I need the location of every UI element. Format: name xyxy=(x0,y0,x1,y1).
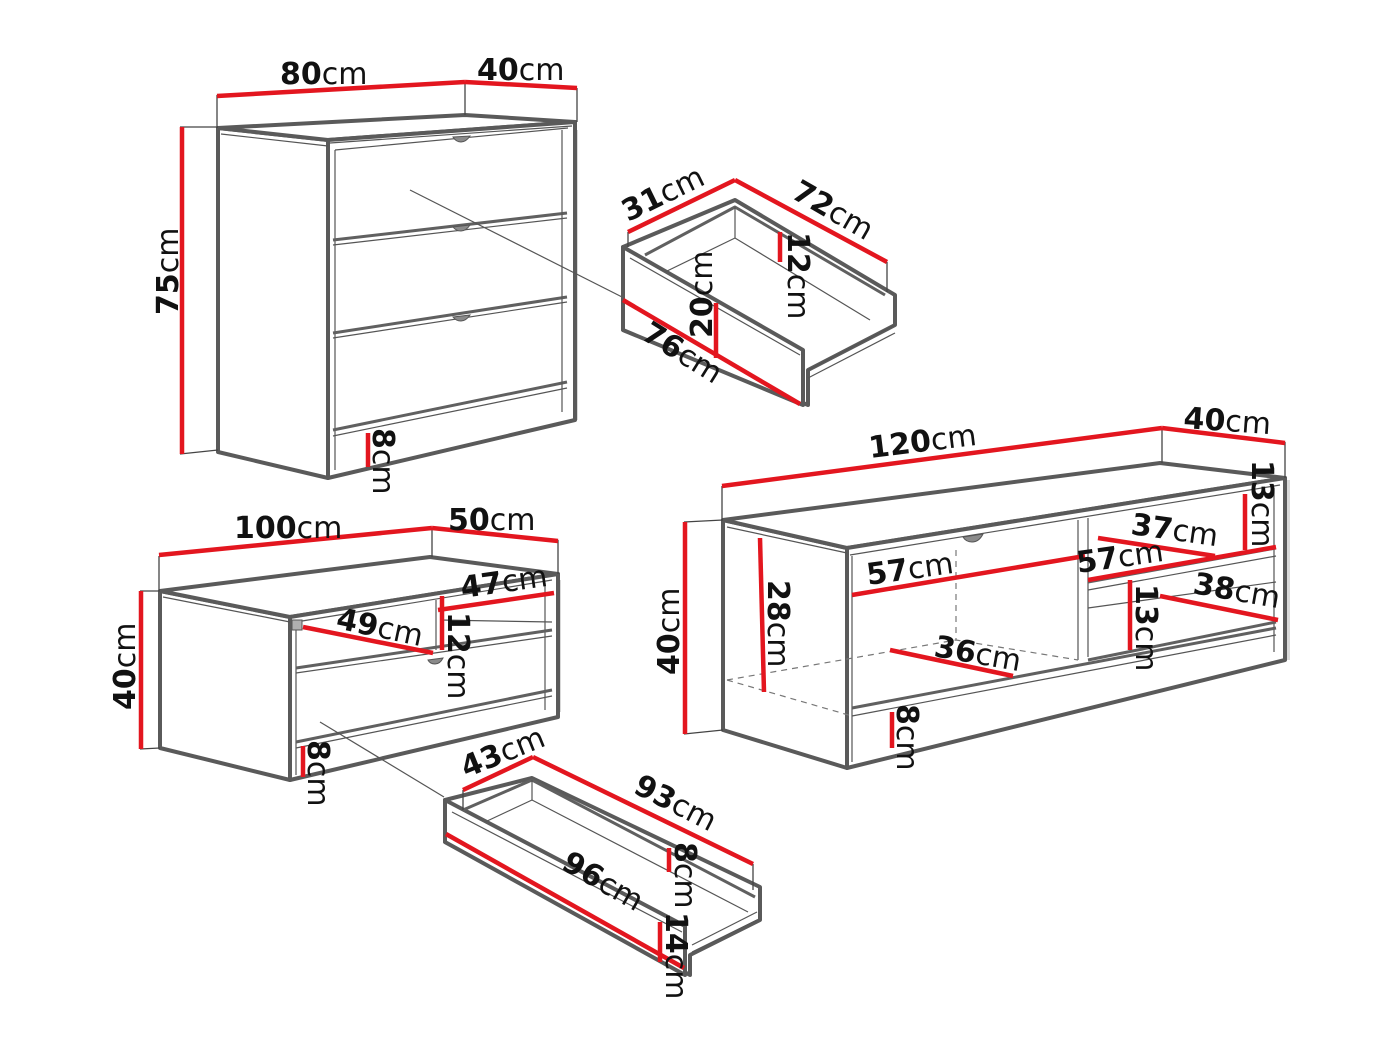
dim-label-cabinet-width: 100cm xyxy=(234,511,342,546)
chest-side-panel xyxy=(216,126,330,480)
dim-line-drawer-inner-depth xyxy=(627,177,736,235)
dim-line-tv-depth xyxy=(1161,425,1286,446)
dim-label-tv-plinth: 8cm xyxy=(889,704,924,771)
drawer-handle-icon xyxy=(452,224,472,232)
dim-line-cabinet-drawer-inner-depth xyxy=(462,754,534,793)
dim-label-tv-compartment-height: 28cm xyxy=(760,580,795,667)
dim-label-tv-depth: 40cm xyxy=(1182,401,1272,442)
dim-label-cabinet-drawer-inner-height: 8cm xyxy=(667,842,702,909)
chest-drawer-divider-1 xyxy=(332,211,568,242)
dim-line-tv-compartment-height xyxy=(757,537,767,693)
dim-label-cabinet-depth: 50cm xyxy=(448,503,535,538)
chest-of-drawers: 80cm 40cm 75cm 8cm xyxy=(151,53,629,495)
dim-line-chest-depth xyxy=(464,79,578,91)
dim-line-drawer-inner-length xyxy=(733,178,889,264)
drawer-handle-icon xyxy=(452,135,471,143)
dim-label-cabinet-shelf-width: 49cm xyxy=(333,602,426,654)
tv-stand: 120cm 40cm 40cm 28cm 57cm 36cm 13cm 37cm xyxy=(652,401,1290,771)
dim-label-chest-plinth: 8cm xyxy=(365,428,400,495)
cabinet-drawer-front xyxy=(443,798,687,977)
dim-label-cabinet-shelf-height: 12cm xyxy=(440,612,475,699)
dim-label-cabinet-drawer-front-height: 14cm xyxy=(658,912,693,999)
dim-label-chest-depth: 40cm xyxy=(477,53,564,88)
dim-line-tv-side-bottom-depth xyxy=(1159,593,1279,623)
dim-label-tv-width: 120cm xyxy=(867,418,979,466)
dim-label-tv-height: 40cm xyxy=(652,588,687,675)
dim-line-cabinet-drawer-inner-length xyxy=(532,754,754,867)
dim-label-cabinet-plinth: 8cm xyxy=(300,740,335,807)
dim-label-tv-compartment-depth: 36cm xyxy=(932,629,1024,679)
dim-label-tv-side-top-height: 13cm xyxy=(1244,460,1279,547)
chest-drawer-divider-2 xyxy=(332,295,568,335)
low-cabinet-drawer-detail: 43cm 93cm 8cm 96cm 14cm xyxy=(443,720,762,999)
dim-line-tv-side-top-depth xyxy=(1097,535,1216,559)
dim-line-chest-width xyxy=(216,79,466,99)
leader-line xyxy=(409,189,629,301)
dim-label-tv-side-bottom-depth: 38cm xyxy=(1191,566,1283,616)
dim-label-tv-compartment-width: 57cm xyxy=(864,546,955,593)
chest-drawer-detail: 31cm 72cm 12cm 20cm 76cm xyxy=(616,159,897,407)
dim-label-tv-side-shelf-width: 57cm xyxy=(1074,534,1165,581)
dim-label-cabinet-height: 40cm xyxy=(108,623,143,710)
dim-label-cabinet-shelf-depth: 47cm xyxy=(458,559,549,606)
dim-line-drawer-front-width xyxy=(621,298,802,406)
dim-label-drawer-front-height: 20cm xyxy=(685,251,720,338)
dim-line-tv-compartment-depth xyxy=(889,647,1014,679)
low-cabinet: 100cm 50cm 40cm 49cm 47cm 12cm 8cm xyxy=(108,503,561,807)
dim-line-tv-compartment-width xyxy=(851,553,1086,598)
dim-line-cabinet-shelf-depth xyxy=(437,590,555,613)
dim-line-cabinet-width xyxy=(158,525,433,558)
drawer-handle-icon xyxy=(962,533,984,543)
dim-label-tv-side-top-depth: 37cm xyxy=(1129,507,1220,554)
dim-label-chest-width: 80cm xyxy=(280,57,367,92)
leader-line xyxy=(319,721,445,798)
chest-front xyxy=(326,120,577,480)
dim-line-cabinet-drawer-front-width xyxy=(444,832,686,970)
dim-line-tv-side-shelf-width xyxy=(1087,544,1277,583)
drawer-handle-icon xyxy=(452,314,472,322)
dim-label-chest-height: 75cm xyxy=(151,228,186,315)
dim-line-cabinet-shelf-width xyxy=(302,624,434,656)
dim-label-drawer-inner-height: 12cm xyxy=(780,232,815,319)
dim-line-cabinet-depth xyxy=(431,525,559,544)
low-cabinet-side xyxy=(158,589,292,782)
chest-plinth-edge xyxy=(332,380,568,432)
dim-line-tv-width xyxy=(721,425,1163,489)
dim-label-tv-side-bottom-height: 13cm xyxy=(1128,584,1163,671)
shelf-pin-icon xyxy=(291,619,303,631)
drawer-handle-icon xyxy=(427,657,444,665)
